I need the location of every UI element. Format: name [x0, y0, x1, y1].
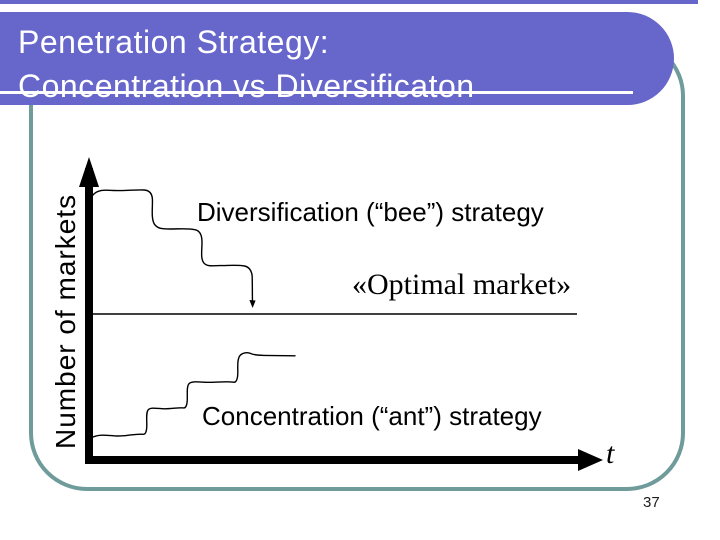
- x-axis-label: t: [606, 437, 615, 470]
- y-axis-line: [85, 168, 93, 464]
- y-axis-arrowhead-icon: [79, 157, 99, 187]
- slide-title-line-1: Penetration Strategy:: [18, 24, 330, 60]
- y-axis-label: Number of markets: [50, 193, 81, 449]
- optimal-market-label: «Optimal market»: [352, 268, 572, 301]
- slide-title-line-2: Concentration vs Diversificaton: [18, 68, 475, 104]
- top-accent-strip: [0, 0, 698, 4]
- diversification-curve: [92, 189, 254, 304]
- title-banner: Penetration Strategy: Concentration vs D…: [0, 12, 674, 105]
- title-underline: [0, 91, 633, 94]
- diversification-strategy-label: Diversification (“bee”) strategy: [197, 197, 544, 227]
- x-axis-line: [85, 456, 580, 464]
- diversification-curve-tip-icon: [249, 300, 256, 308]
- concentration-strategy-label: Concentration (“ant”) strategy: [202, 401, 542, 431]
- concentration-curve: [92, 352, 296, 438]
- x-axis-arrowhead-icon: [578, 449, 603, 471]
- slide-content-frame: [29, 38, 685, 491]
- page-number: 37: [643, 494, 660, 511]
